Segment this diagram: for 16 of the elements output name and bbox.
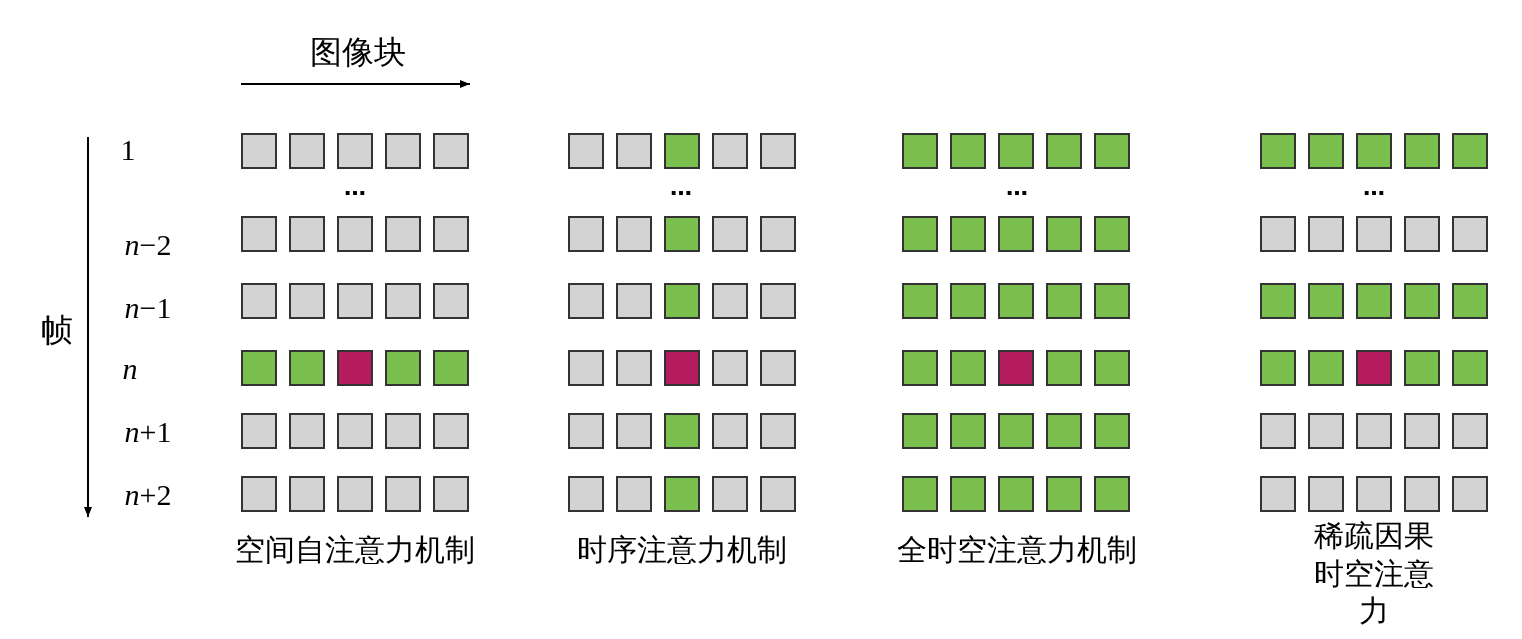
panel-caption: 全时空注意力机制: [897, 532, 1137, 569]
ellipsis: …: [344, 174, 366, 202]
panel-caption: 时序注意力机制: [577, 532, 787, 569]
row-label: n−1: [124, 290, 172, 327]
row-label: n−2: [124, 227, 172, 264]
panel-caption: 空间自注意力机制: [235, 532, 475, 569]
axis-label: 图像块: [310, 33, 406, 72]
ellipsis: …: [1363, 174, 1385, 202]
row-label: n+1: [124, 414, 172, 451]
axis-label: 帧: [41, 311, 73, 350]
row-label: n+2: [124, 477, 172, 514]
panel-caption: 稀疏因果时空注意力: [1313, 517, 1435, 629]
row-label: 1: [120, 132, 136, 169]
ellipsis: …: [1006, 174, 1028, 202]
row-label: n: [122, 351, 138, 388]
ellipsis: …: [670, 174, 692, 202]
